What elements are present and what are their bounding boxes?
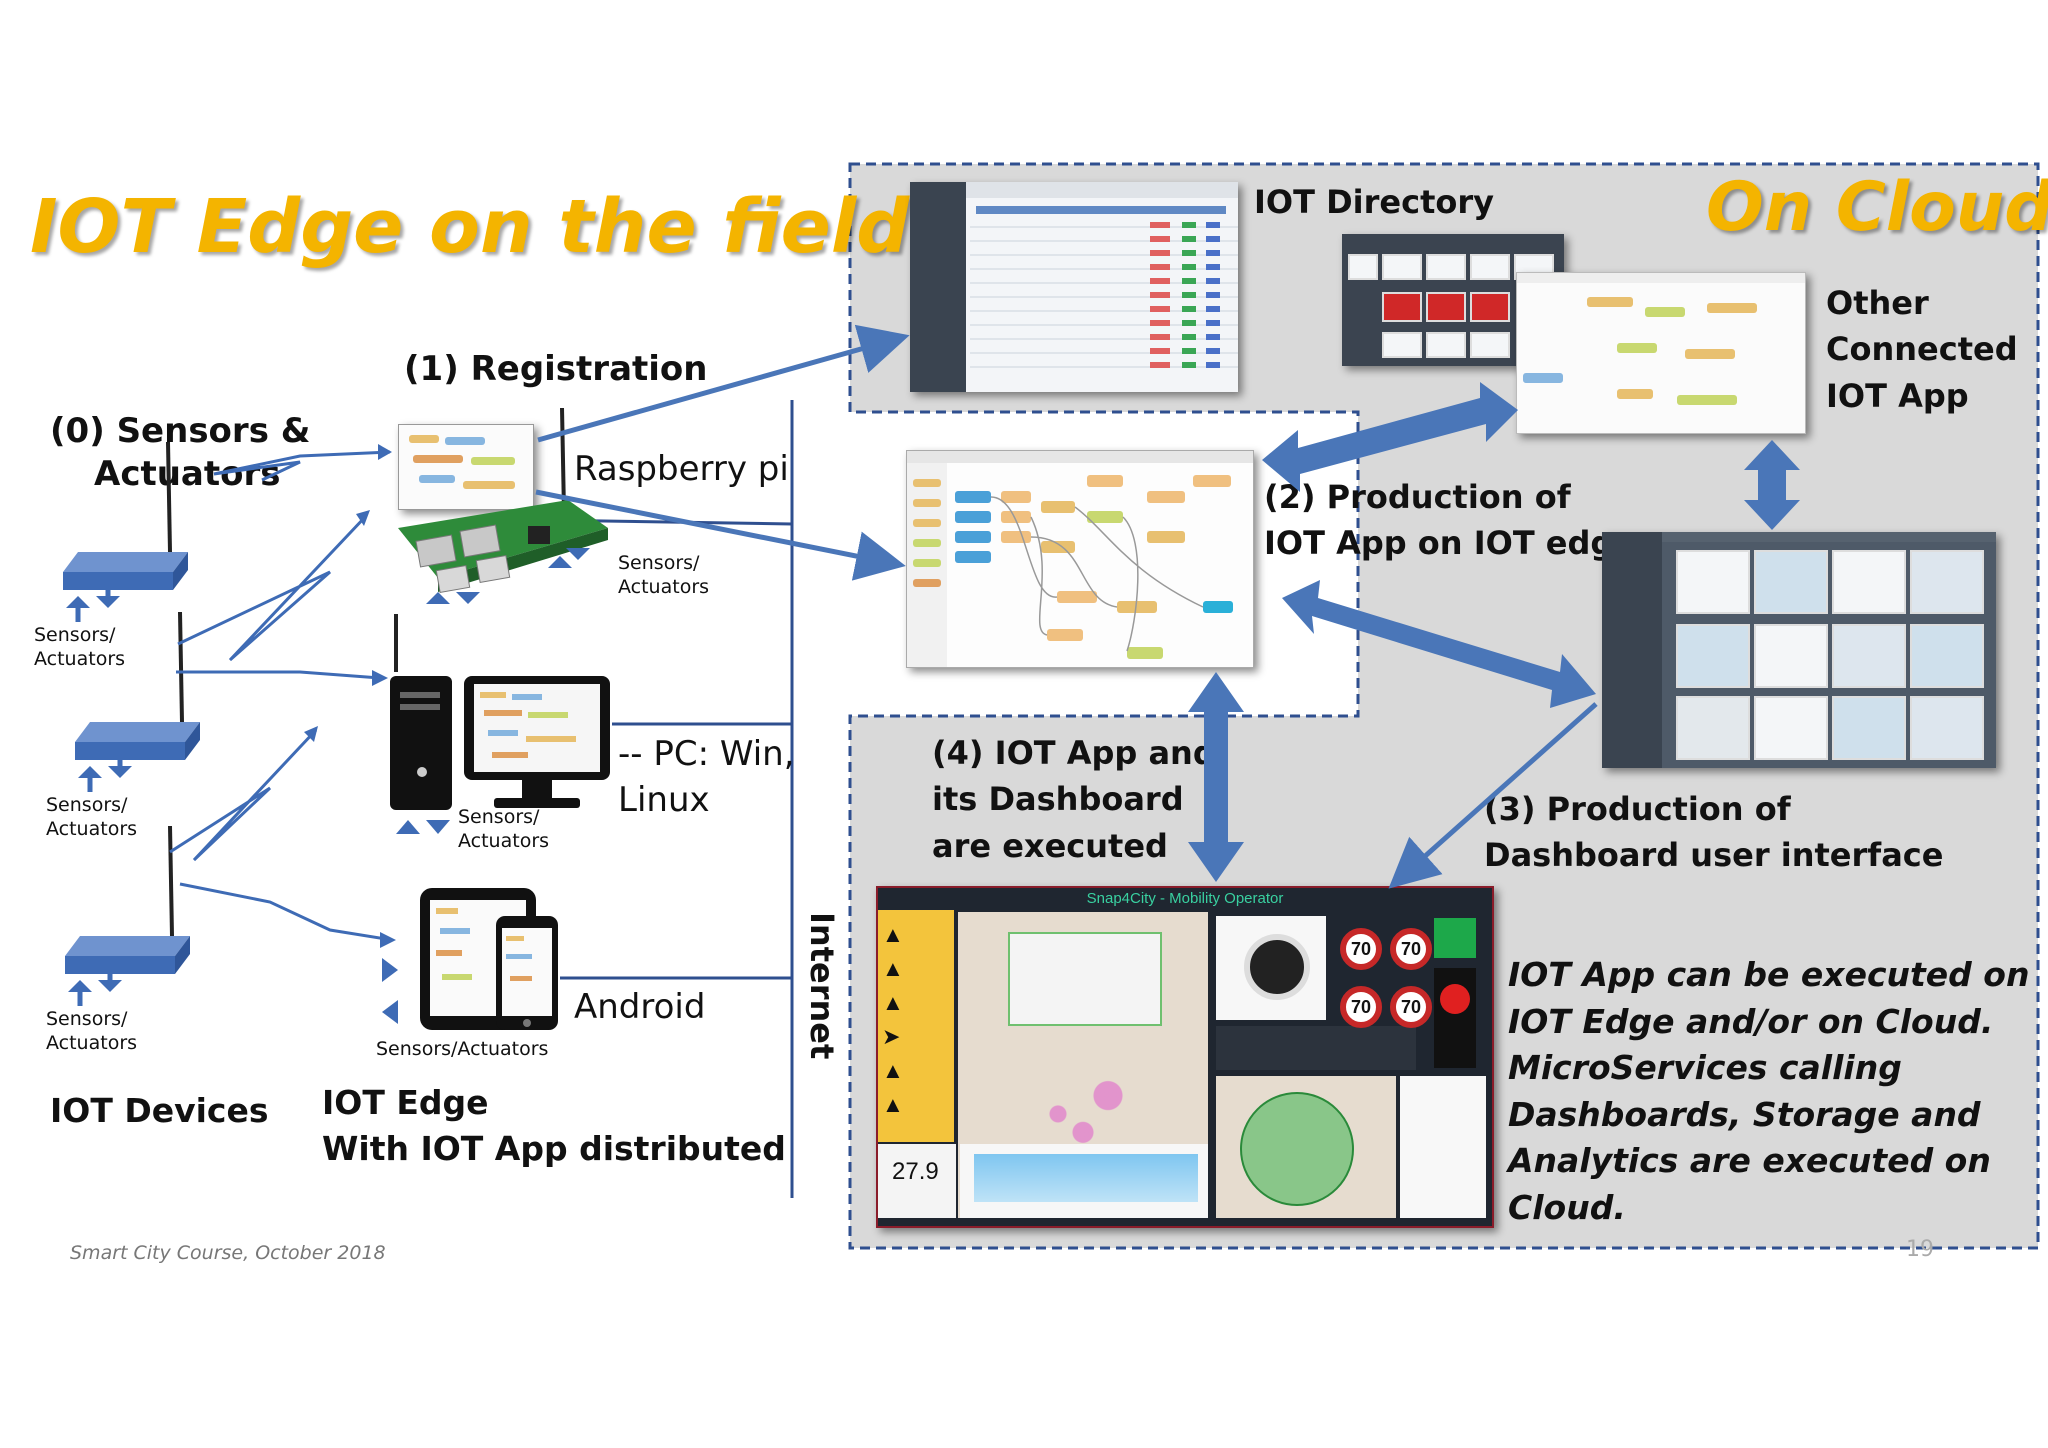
raspberry-board xyxy=(398,408,608,604)
footer-text: Smart City Course, October 2018 xyxy=(70,1242,386,1264)
page-number: 19 xyxy=(1906,1237,1934,1262)
raspberry-sensors-label: Sensors/Actuators xyxy=(618,552,710,598)
android-devices xyxy=(382,888,558,1030)
raspberry-label: Raspberry pi xyxy=(574,449,789,489)
pc-icon xyxy=(390,614,610,834)
speed-gauge-1: 70 xyxy=(1340,928,1382,970)
title-right: On Cloud xyxy=(1706,168,2048,247)
registration-label: (1) Registration xyxy=(404,349,708,389)
iot-directory-label: IOT Directory xyxy=(1254,183,1494,221)
pc-label: -- PC: Win, Linux xyxy=(618,734,795,820)
pc-sensors-label: Sensors/Actuators xyxy=(458,806,550,852)
raspberry-flow-screenshot xyxy=(398,424,534,510)
sensor-label-1: Sensors/Actuators xyxy=(34,624,126,670)
dashboard-title: Snap4City - Mobility Operator xyxy=(1086,890,1284,907)
speed-gauge-4: 70 xyxy=(1390,986,1432,1028)
other-app-flow-screenshot xyxy=(1516,272,1806,434)
dashboard-reading: 27.9 xyxy=(892,1158,939,1185)
speed-gauge-2: 70 xyxy=(1390,928,1432,970)
dashboards-screenshot xyxy=(1602,532,1996,768)
android-sensors-label: Sensors/Actuators xyxy=(376,1038,549,1060)
mobility-dashboard-screenshot: Snap4City - Mobility Operator ▲▲▲➤▲▲ 70 … xyxy=(876,886,1494,1228)
iot-directory-screenshot xyxy=(910,182,1238,392)
android-label: Android xyxy=(574,987,706,1027)
sensor-devices xyxy=(0,0,396,1100)
sensors-heading: (0) Sensors & Actuators xyxy=(50,411,311,494)
title-left: IOT Edge on the field xyxy=(30,184,910,270)
iot-devices-label: IOT Devices xyxy=(50,1091,269,1130)
speed-gauge-3: 70 xyxy=(1340,986,1382,1028)
iot-app-flow-screenshot xyxy=(906,450,1254,668)
sensor-label-3: Sensors/Actuators xyxy=(46,1008,138,1054)
sensor-label-2: Sensors/Actuators xyxy=(46,794,138,840)
